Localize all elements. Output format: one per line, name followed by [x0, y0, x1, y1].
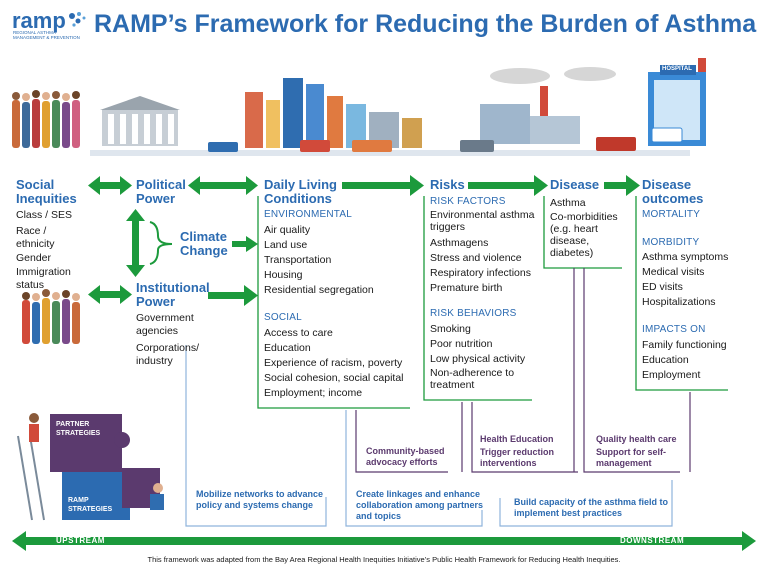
disease-list: Asthma Co-morbidities (e.g. heart diseas…	[550, 196, 622, 259]
list-item: Poor nutrition	[430, 338, 493, 350]
social-label: SOCIAL	[264, 312, 302, 323]
risk-factors-list: Environmental asthma triggers Asthmagens…	[430, 209, 542, 296]
list-item: Land use	[264, 239, 308, 251]
list-item: Social cohesion, social capital	[264, 372, 404, 384]
list-item: Race / ethnicity	[16, 225, 55, 250]
vehicles-icon	[208, 137, 636, 152]
ramp-strategies-label: RAMP STRATEGIES	[68, 497, 113, 513]
list-item: Stress and violence	[430, 252, 522, 264]
environmental-list: Air quality Land use Transportation Hous…	[264, 223, 414, 298]
social-inequities-list: Class / SES Race / ethnicity Gender Immi…	[16, 208, 86, 292]
impacts-list: Family functioning Education Employment	[642, 338, 762, 383]
morbidity-label: MORBIDITY	[642, 237, 700, 248]
flow-arrows	[12, 175, 756, 551]
health-education-strategy: Health Education	[480, 434, 554, 444]
logo	[8, 6, 88, 52]
list-item: Gender	[16, 252, 52, 264]
build-capacity-strategy: Build capacity of the asthma field to im…	[514, 497, 669, 518]
column-borders	[257, 196, 728, 409]
list-item: Class / SES	[16, 209, 73, 221]
self-management-strategy: Support for self-management	[596, 447, 666, 468]
list-item: Non-adherence to treatment	[430, 367, 515, 391]
people-group-icon	[12, 90, 80, 148]
risk-factors-label: RISK FACTORS	[430, 196, 506, 207]
list-item: Residential segregation	[264, 284, 374, 296]
risks-title: Risks	[430, 177, 465, 192]
list-item: Education	[642, 354, 689, 366]
outcomes-title: Disease outcomes	[642, 177, 704, 206]
quality-care-strategy: Quality health care	[596, 434, 677, 444]
community-advocacy-strategy: Community-based advocacy efforts	[366, 446, 445, 467]
list-item: Premature birth	[430, 282, 503, 294]
trigger-reduction-strategy: Trigger reduction interventions	[480, 447, 555, 468]
institutional-power-title: Institutional Power	[136, 280, 210, 309]
political-power-title: Political Power	[136, 177, 186, 206]
downstream-label: DOWNSTREAM	[620, 536, 685, 545]
list-item: Education	[264, 342, 311, 354]
social-inequities-title: Social Inequities	[16, 177, 77, 206]
list-item: Transportation	[264, 254, 332, 266]
mobilize-networks-strategy: Mobilize networks to advance policy and …	[196, 489, 324, 510]
road	[90, 150, 690, 156]
risk-behaviors-label: RISK BEHAVIORS	[430, 308, 517, 319]
list-item: Family functioning	[642, 339, 727, 351]
risk-behaviors-list: Smoking Poor nutrition Low physical acti…	[430, 322, 538, 391]
credit-note: This framework was adapted from the Bay …	[147, 555, 621, 564]
list-item: Asthmagens	[430, 237, 489, 249]
climate-change-title: Climate Change	[180, 229, 228, 258]
list-item: Hospitalizations	[642, 296, 716, 308]
puzzle-strategies-icon	[17, 413, 164, 521]
hospital-icon	[648, 58, 706, 146]
list-item: Co-morbidities (e.g. heart disease, diab…	[550, 211, 618, 259]
list-item: Asthma	[550, 197, 586, 209]
government-building-icon	[100, 96, 180, 146]
create-linkages-strategy: Create linkages and enhance collaboratio…	[356, 489, 484, 521]
social-list: Access to care Education Experience of r…	[264, 326, 414, 401]
list-item: Experience of racism, poverty	[264, 357, 403, 369]
partner-connectors	[355, 268, 691, 473]
climate-brackets	[149, 221, 173, 265]
impacts-label: IMPACTS ON	[642, 324, 706, 335]
list-item: Access to care	[264, 327, 333, 339]
strategy-connectors	[185, 345, 673, 527]
list-item: Housing	[264, 269, 303, 281]
list-item: Respiratory infections	[430, 267, 531, 279]
list-item: Low physical activity	[430, 353, 526, 365]
page-title: RAMP’s Framework for Reducing the Burden…	[94, 10, 757, 38]
factory-icon	[480, 67, 616, 144]
disease-title: Disease	[550, 177, 600, 192]
climate-to-daily-arrow	[232, 236, 258, 252]
list-item: Employment; income	[264, 387, 363, 399]
partner-strategies-label: PARTNER STRATEGIES	[56, 421, 101, 437]
list-item: Air quality	[264, 224, 311, 236]
institutional-power-list: Government agencies Corporations/ indust…	[136, 312, 212, 368]
daily-living-title: Daily Living Conditions	[264, 177, 337, 206]
city-skyline-icon	[245, 78, 422, 148]
list-item: Corporations/ industry	[136, 342, 200, 367]
list-item: Medical visits	[642, 266, 705, 278]
list-item: Asthma symptoms	[642, 251, 729, 263]
list-item: Employment	[642, 369, 701, 381]
logo-dots-icon	[69, 12, 86, 27]
list-item: Government agencies	[136, 312, 194, 337]
logo-tagline: REGIONAL ASTHMA MANAGEMENT & PREVENTION	[13, 30, 80, 40]
environmental-label: ENVIRONMENTAL	[264, 209, 352, 220]
list-item: Environmental asthma triggers	[430, 209, 535, 233]
morbidity-list: Asthma symptoms Medical visits ED visits…	[642, 250, 762, 310]
mortality-label: MORTALITY	[642, 209, 701, 220]
list-item: ED visits	[642, 281, 683, 293]
logo-name: ramp	[12, 8, 66, 33]
list-item: Smoking	[430, 323, 471, 335]
upstream-label: UPSTREAM	[56, 536, 105, 545]
list-item: Immigration status	[16, 266, 71, 291]
hospital-sign: HOSPITAL	[662, 66, 692, 72]
